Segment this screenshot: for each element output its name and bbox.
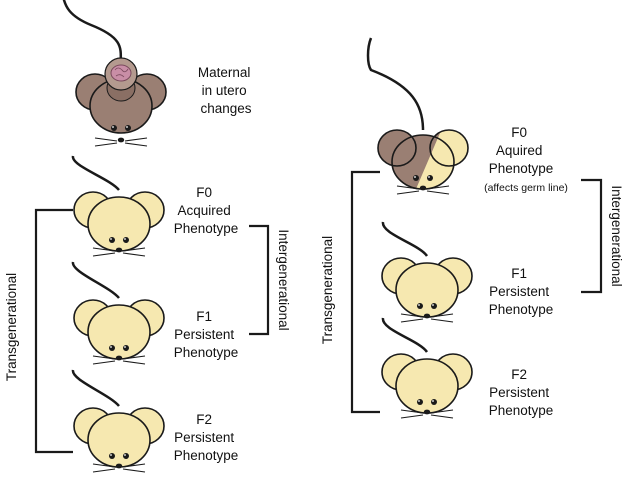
- intergenerational-bracket-right: [581, 178, 603, 294]
- right-panel: F0 Aquired Phenotype (affects germ line)…: [320, 37, 624, 419]
- mouse-f1-right: [381, 221, 473, 323]
- mouse-tail: [71, 155, 120, 191]
- intergenerational-label-left: Intergenerational: [276, 229, 291, 330]
- mouse-f2-left: [71, 369, 165, 473]
- f2-label-right: F2 Persistent Phenotype: [489, 367, 554, 418]
- f1-label-right: F1 Persistent Phenotype: [489, 266, 554, 317]
- intergenerational-bracket-left: [249, 224, 270, 336]
- transgenerational-label-right: Transgenerational: [320, 236, 335, 344]
- transgenerational-bracket-right: [350, 170, 380, 414]
- mouse-tail: [381, 317, 429, 353]
- maternal-label: Maternal in utero changes: [198, 65, 254, 116]
- f2-label-left: F2 Persistent Phenotype: [174, 412, 239, 463]
- f0-label-right: F0 Aquired Phenotype: [489, 125, 554, 176]
- transgenerational-bracket-left: [34, 208, 73, 454]
- mouse-tail: [366, 37, 425, 131]
- germ-line-note: (affects germ line): [484, 182, 568, 194]
- mouse-f0-right: [366, 37, 469, 195]
- in-utero-embryo: [104, 57, 138, 91]
- mother-mouse-left: [62, 0, 167, 147]
- mouse-f1-left: [71, 261, 165, 365]
- mouse-tail: [71, 261, 120, 299]
- f0-label-left: F0 Acquired Phenotype: [174, 185, 239, 236]
- mouse-tail: [62, 0, 123, 71]
- mouse-tail: [71, 369, 120, 407]
- intergenerational-label-right: Intergenerational: [609, 185, 624, 286]
- transgenerational-label-left: Transgenerational: [4, 273, 19, 381]
- mouse-f0-left: [71, 155, 165, 257]
- left-panel: Maternal in utero changes F0 Acquired Ph…: [4, 0, 291, 473]
- f1-label-left: F1 Persistent Phenotype: [174, 309, 239, 360]
- mouse-tail: [381, 221, 429, 257]
- mouse-f2-right: [381, 317, 473, 419]
